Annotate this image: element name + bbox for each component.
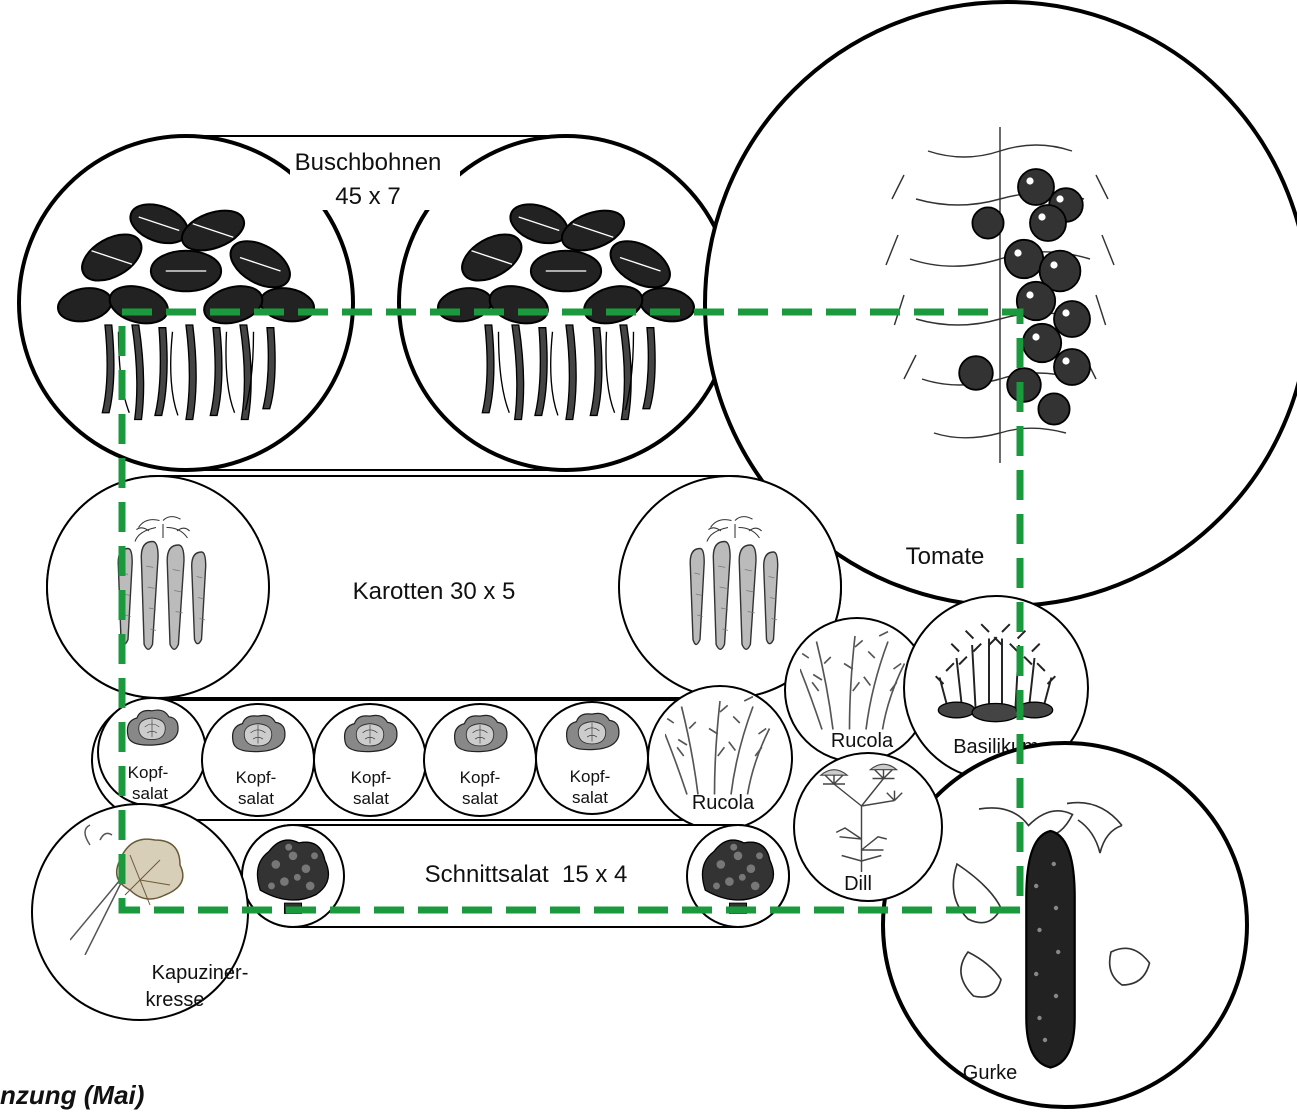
kopfsalat-label-line1: Kopf-: [351, 768, 392, 787]
rucola-label-2: Rucola: [831, 730, 894, 752]
kopfsalat-label-line1: Kopf-: [570, 767, 611, 786]
buschbohnen-label: Buschbohnen: [295, 149, 442, 176]
kopfsalat-label-line2: salat: [238, 789, 274, 808]
lettuce-4: Kopf- salat: [424, 704, 536, 816]
kapuzinerkresse-label-line2: kresse: [146, 989, 205, 1011]
buschbohnen-bed: Buschbohnen 45 x 7: [19, 136, 733, 470]
buschbohnen-size: 45 x 7: [335, 183, 400, 210]
kopfsalat-label-line1: Kopf-: [236, 768, 277, 787]
kopfsalat-label-line2: salat: [572, 788, 608, 807]
rucola-bed-1: Rucola: [648, 686, 792, 830]
kopfsalat-label-line2: salat: [353, 789, 389, 808]
kopfsalat-label-line1: Kopf-: [460, 768, 501, 787]
tomate-label: Tomate: [906, 543, 985, 570]
kapuzinerkresse-label-line1: Kapuziner-: [152, 962, 249, 984]
dill-label: Dill: [844, 873, 872, 895]
dill-bed: Dill: [794, 753, 942, 901]
kopfsalat-row: Kopf- salat Kopf- salat Kopf- salat Kopf…: [92, 686, 792, 830]
schnittsalat-label: Schnittsalat 15 x 4: [425, 861, 628, 888]
kopfsalat-label-line2: salat: [132, 784, 168, 803]
carrot-circle-left: [47, 476, 269, 698]
page-title: nzung (Mai): [0, 1080, 144, 1110]
rucola-label-1: Rucola: [692, 792, 755, 814]
karotten-label: Karotten 30 x 5: [353, 578, 516, 605]
lettuce-5: Kopf- salat: [536, 702, 648, 814]
gurke-label: Gurke: [963, 1062, 1017, 1084]
gurke-bed: Gurke: [883, 743, 1247, 1107]
karotten-bed: Karotten 30 x 5: [47, 476, 841, 698]
kopfsalat-label-line1: Kopf-: [128, 763, 169, 782]
lettuce-3: Kopf- salat: [314, 704, 426, 816]
lettuce-1: Kopf- salat: [98, 698, 206, 806]
kopfsalat-label-line2: salat: [462, 789, 498, 808]
lettuce-2: Kopf- salat: [202, 704, 314, 816]
